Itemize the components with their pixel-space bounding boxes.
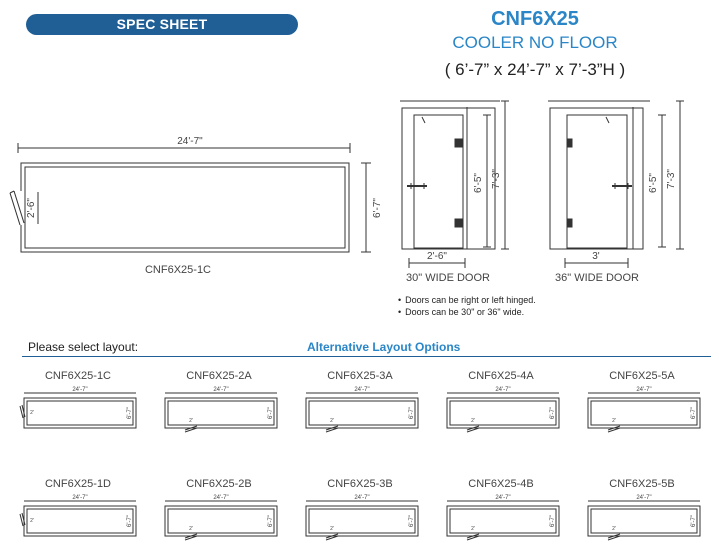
layout-door-label: 2' — [471, 418, 475, 424]
layout-length-label: 24'-7" — [636, 495, 651, 501]
layout-option-name: CNF6X25-3A — [327, 370, 393, 382]
layout-option-cnf6x25-2b[interactable]: CNF6X25-2B 24'-7" 6'-7" 2' — [159, 478, 284, 548]
model-title: CNF6X25 — [491, 8, 579, 30]
layout-width-label: 6'-7" — [409, 407, 415, 419]
layout-length-label: 24'-7" — [213, 495, 228, 501]
layout-door-label: 2' — [189, 526, 193, 532]
door-36-width-label: 3' — [592, 251, 600, 262]
layout-option-cnf6x25-4a[interactable]: CNF6X25-4A 24'-7" 6'-7" 2' — [441, 370, 566, 440]
layout-option-name: CNF6X25-5B — [609, 478, 675, 490]
model-dimensions: ( 6’-7” x 24’-7” x 7’-3”H ) — [444, 60, 626, 79]
layout-thumbnail: 24'-7" 6'-7" 2' — [446, 495, 560, 541]
door-30-elevation: 6'-5" 7'-3" 2'-6" 30" WIDE DOOR — [400, 100, 509, 284]
layout-length-label: 24'-7" — [495, 387, 510, 393]
layout-option-cnf6x25-5a[interactable]: CNF6X25-5A 24'-7" 6'-7" 2' — [582, 370, 707, 440]
layout-length-label: 24'-7" — [636, 387, 651, 393]
layout-option-cnf6x25-3a[interactable]: CNF6X25-3A 24'-7" 6'-7" 2' — [300, 370, 425, 440]
layout-door-label: 2' — [30, 518, 34, 524]
layout-option-cnf6x25-1d[interactable]: CNF6X25-1D 24'-7" 6'-7" 2' — [18, 478, 143, 548]
spec-sheet-banner: SPEC SHEET — [26, 14, 298, 35]
layout-width-label: 6'-7" — [127, 515, 133, 527]
layout-thumbnail: 24'-7" 6'-7" 2' — [587, 495, 701, 541]
layout-width-label: 6'-7" — [268, 515, 274, 527]
layout-width-label: 6'-7" — [691, 407, 697, 419]
door-36-caption: 36" WIDE DOOR — [555, 272, 639, 284]
layout-door-label: 2' — [330, 526, 334, 532]
note-item: Doors can be 30" or 36" wide. — [398, 306, 536, 318]
layout-length-label: 24'-7" — [495, 495, 510, 501]
layout-option-cnf6x25-1c[interactable]: CNF6X25-1C 24'-7" 6'-7" 2' — [18, 370, 143, 440]
door-notes: Doors can be right or left hinged. Doors… — [398, 294, 536, 318]
layout-width-label: 6'-7" — [550, 515, 556, 527]
layout-door-label: 2' — [612, 526, 616, 532]
layout-thumbnail: 24'-7" 6'-7" 2' — [305, 495, 419, 541]
layout-option-cnf6x25-2a[interactable]: CNF6X25-2A 24'-7" 6'-7" 2' — [159, 370, 284, 440]
door-36-panel-height-label: 7'-3" — [666, 169, 677, 189]
layout-thumbnail: 24'-7" 6'-7" 2' — [164, 387, 278, 433]
layout-door-label: 2' — [471, 526, 475, 532]
layout-length-label: 24'-7" — [72, 495, 87, 501]
layout-option-cnf6x25-5b[interactable]: CNF6X25-5B 24'-7" 6'-7" 2' — [582, 478, 707, 548]
layout-length-label: 24'-7" — [354, 495, 369, 501]
note-item: Doors can be right or left hinged. — [398, 294, 536, 306]
layout-thumbnail: 24'-7" 6'-7" 2' — [305, 387, 419, 433]
layout-door-label: 2' — [330, 418, 334, 424]
door-30-caption: 30" WIDE DOOR — [406, 272, 490, 284]
alternative-layouts-heading: Alternative Layout Options — [307, 340, 461, 354]
layout-door-label: 2' — [30, 410, 34, 416]
layout-length-label: 24'-7" — [213, 387, 228, 393]
door-36-height-label: 6'-5" — [648, 173, 659, 193]
layout-width-label: 6'-7" — [268, 407, 274, 419]
door-30-panel-height-label: 7'-3" — [491, 169, 502, 189]
layout-option-name: CNF6X25-1C — [44, 370, 112, 382]
layout-option-name: CNF6X25-2A — [186, 370, 252, 382]
layout-option-name: CNF6X25-5A — [609, 370, 675, 382]
layout-length-label: 24'-7" — [354, 387, 369, 393]
main-floor-plan: 24'-7" 2'-6" 6'-7" CNF6X25-1C — [9, 136, 383, 276]
layout-width-label: 6'-7" — [691, 515, 697, 527]
plan-length-label: 24'-7" — [177, 136, 203, 147]
layout-option-name: CNF6X25-2B — [186, 478, 252, 490]
layout-door-label: 2' — [189, 418, 193, 424]
layout-option-cnf6x25-4b[interactable]: CNF6X25-4B 24'-7" 6'-7" 2' — [441, 478, 566, 548]
layout-option-name: CNF6X25-3B — [327, 478, 393, 490]
layout-option-name: CNF6X25-1D — [44, 478, 112, 490]
plan-caption: CNF6X25-1C — [145, 264, 211, 276]
section-divider — [22, 356, 711, 357]
door-30-width-label: 2'-6" — [427, 251, 447, 262]
layout-length-label: 24'-7" — [72, 387, 87, 393]
layout-option-name: CNF6X25-4B — [468, 478, 534, 490]
layout-width-label: 6'-7" — [550, 407, 556, 419]
plan-width-label: 6'-7" — [372, 198, 383, 218]
layout-option-name: CNF6X25-4A — [468, 370, 534, 382]
layout-door-label: 2' — [612, 418, 616, 424]
layout-thumbnail: 24'-7" 6'-7" 2' — [587, 387, 701, 433]
select-layout-label: Please select layout: — [28, 340, 139, 354]
layout-width-label: 6'-7" — [409, 515, 415, 527]
layout-thumbnail: 24'-7" 6'-7" 2' — [19, 495, 137, 537]
layout-thumbnail: 24'-7" 6'-7" 2' — [446, 387, 560, 433]
door-30-height-label: 6'-5" — [473, 173, 484, 193]
door-36-elevation: 6'-5" 7'-3" 3' 36" WIDE DOOR — [548, 100, 684, 284]
plan-door-label: 2'-6" — [26, 198, 37, 218]
layout-width-label: 6'-7" — [127, 407, 133, 419]
layout-option-cnf6x25-3b[interactable]: CNF6X25-3B 24'-7" 6'-7" 2' — [300, 478, 425, 548]
layout-thumbnail: 24'-7" 6'-7" 2' — [19, 387, 137, 429]
layout-thumbnail: 24'-7" 6'-7" 2' — [164, 495, 278, 541]
model-type: COOLER NO FLOOR — [452, 33, 618, 52]
